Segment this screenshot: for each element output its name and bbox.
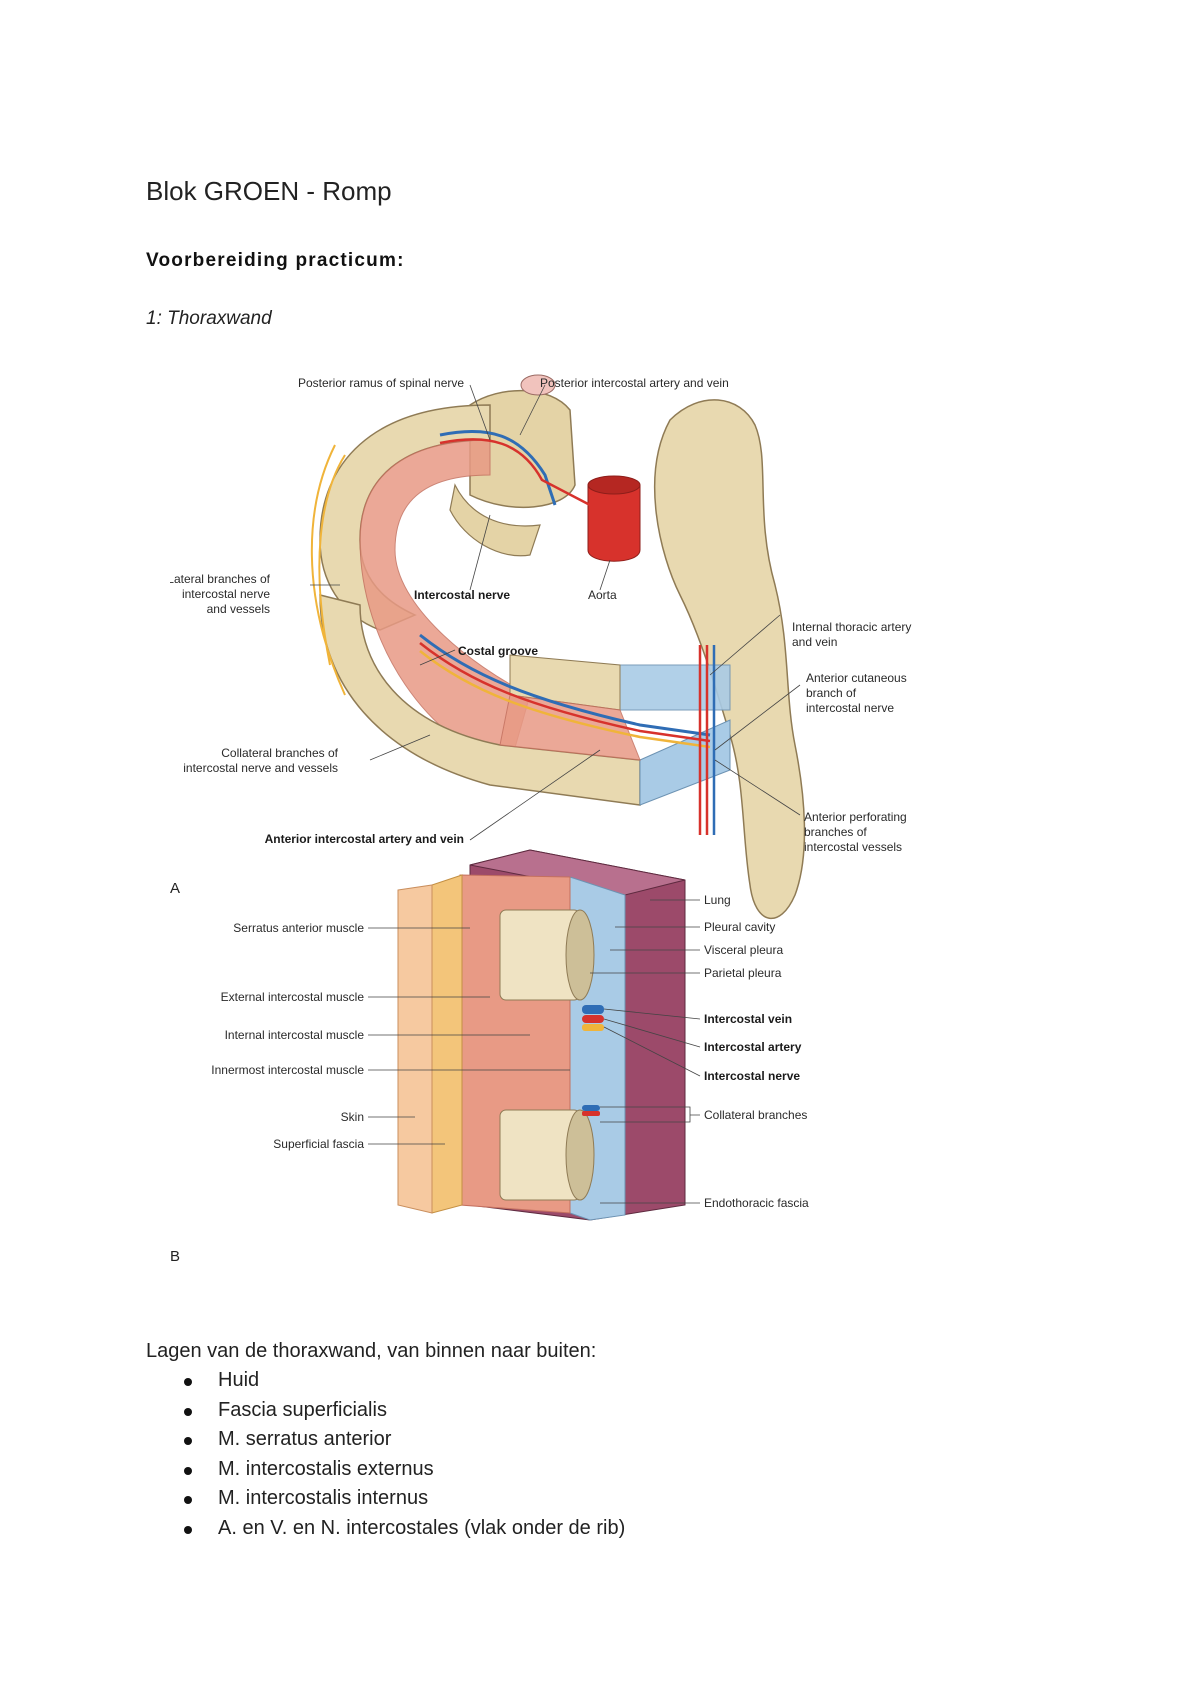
panel-a-labels: Posterior ramus of spinal nerve Posterio…: [170, 376, 911, 897]
intercostal-artery-b: [582, 1015, 604, 1023]
label-anterior-cutaneous-1: Anterior cutaneous: [806, 671, 907, 685]
panel-a-leaders: [310, 384, 801, 841]
label-collateral-branches-b: Collateral branches: [704, 1108, 807, 1122]
list-item-text: M. intercostalis externus: [218, 1457, 434, 1480]
doc-title: Blok GROEN - Romp: [146, 176, 392, 206]
label-skin: Skin: [341, 1110, 364, 1124]
label-posterior-ramus: Posterior ramus of spinal nerve: [298, 376, 464, 390]
collateral-vessels-b: [582, 1105, 600, 1111]
rib-lower-cross-section: [565, 1109, 595, 1201]
intercostal-vein-line: [419, 633, 711, 737]
subheading: Voorbereiding practicum:: [146, 250, 405, 271]
spinal-cord: [520, 374, 556, 396]
layers-intro: Lagen van de thoraxwand, van binnen naar…: [146, 1340, 597, 1362]
rib-upper-cross-section: [565, 909, 595, 1001]
label-visceral-pleura: Visceral pleura: [704, 943, 783, 957]
panel-a-letter: A: [170, 880, 180, 897]
label-anterior-perforating-3: intercostal vessels: [804, 840, 902, 854]
label-intercostal-artery: Intercostal artery: [704, 1040, 802, 1054]
label-innermost-intercostal: Innermost intercostal muscle: [211, 1063, 364, 1077]
bullet-icon: [184, 1437, 192, 1445]
label-collateral-a-2: intercostal nerve and vessels: [183, 761, 338, 775]
panel-a-illustration: [310, 374, 806, 920]
list-item: A. en V. en N. intercostales (vlak onder…: [146, 1514, 625, 1544]
label-anterior-perforating-1: Anterior perforating: [804, 810, 907, 824]
label-aorta: Aorta: [588, 588, 617, 602]
collateral-artery-b: [582, 1111, 600, 1116]
label-anterior-intercostal: Anterior intercostal artery and vein: [265, 832, 464, 846]
list-item-text: Huid: [218, 1369, 260, 1391]
label-intercostal-nerve-b: Intercostal nerve: [704, 1069, 800, 1083]
label-internal-thoracic-1: Internal thoracic artery: [792, 620, 911, 634]
bullet-icon: [184, 1466, 192, 1475]
label-lung: Lung: [704, 893, 731, 907]
label-parietal-pleura: Parietal pleura: [704, 966, 782, 980]
vertebral-processes: [449, 483, 541, 557]
label-anterior-cutaneous-3: intercostal nerve: [806, 701, 894, 715]
bullet-icon: [184, 1407, 192, 1416]
list-item: Huid: [146, 1366, 625, 1396]
label-superficial-fascia: Superficial fascia: [273, 1137, 364, 1151]
intercostal-vein-b: [582, 1005, 604, 1014]
layers-list: Huid Fascia superficialis M. serratus an…: [146, 1366, 625, 1543]
bullet-icon: [184, 1378, 192, 1386]
bullet-icon: [184, 1496, 192, 1504]
panel-b-illustration: [397, 849, 686, 1221]
label-pleural-cavity: Pleural cavity: [704, 920, 775, 934]
superficial-fascia-layer: [431, 874, 463, 1214]
list-item: Fascia superficialis: [146, 1396, 625, 1426]
thoracic-wall-figure: Posterior ramus of spinal nerve Posterio…: [170, 365, 1010, 1300]
intercostal-nerve-b: [582, 1024, 604, 1031]
label-lateral-branches-3: and vessels: [207, 602, 270, 616]
label-internal-intercostal: Internal intercostal muscle: [225, 1028, 365, 1042]
internal-thoracic-vessels: [698, 645, 709, 835]
label-lateral-branches-2: intercostal nerve: [182, 587, 270, 601]
skin-layer: [397, 884, 433, 1214]
posterior-artery: [439, 438, 591, 507]
aorta: [587, 484, 641, 562]
label-external-intercostal: External intercostal muscle: [221, 990, 365, 1004]
panel-b-leaders: [368, 899, 701, 1204]
list-item-text: A. en V. en N. intercostales (vlak onder…: [218, 1516, 626, 1539]
label-intercostal-nerve-a: Intercostal nerve: [414, 588, 510, 602]
label-anterior-cutaneous-2: branch of: [806, 686, 857, 700]
intercostal-nerve-line: [419, 650, 711, 749]
label-intercostal-vein: Intercostal vein: [704, 1012, 792, 1026]
label-endothoracic-fascia: Endothoracic fascia: [704, 1196, 809, 1210]
label-collateral-a-1: Collateral branches of: [221, 746, 338, 760]
list-item: M. intercostalis externus: [146, 1455, 625, 1485]
posterior-vessels: [439, 429, 557, 506]
panel-b-labels: Serratus anterior muscle External interc…: [170, 893, 809, 1265]
figure-svg: Posterior ramus of spinal nerve Posterio…: [170, 374, 911, 1265]
bullet-icon: [184, 1525, 192, 1534]
lateral-nerves: [310, 444, 346, 696]
label-anterior-perforating-2: branches of: [804, 825, 867, 839]
list-item-text: M. intercostalis internus: [218, 1487, 429, 1509]
panel-b-letter: B: [170, 1248, 180, 1265]
label-lateral-branches-1: Lateral branches of: [170, 572, 271, 586]
list-item-text: M. serratus anterior: [218, 1428, 392, 1450]
list-item: M. intercostalis internus: [146, 1484, 625, 1514]
aorta-top: [587, 475, 641, 495]
sternum: [653, 399, 806, 920]
list-item-text: Fascia superficialis: [218, 1398, 387, 1421]
intercostal-artery-line: [419, 642, 711, 743]
section-title: 1: Thoraxwand: [146, 308, 272, 329]
label-serratus: Serratus anterior muscle: [233, 921, 364, 935]
list-item: M. serratus anterior: [146, 1425, 625, 1455]
label-costal-groove: Costal groove: [458, 644, 538, 658]
label-posterior-intercostal: Posterior intercostal artery and vein: [540, 376, 729, 390]
label-internal-thoracic-2: and vein: [792, 635, 837, 649]
